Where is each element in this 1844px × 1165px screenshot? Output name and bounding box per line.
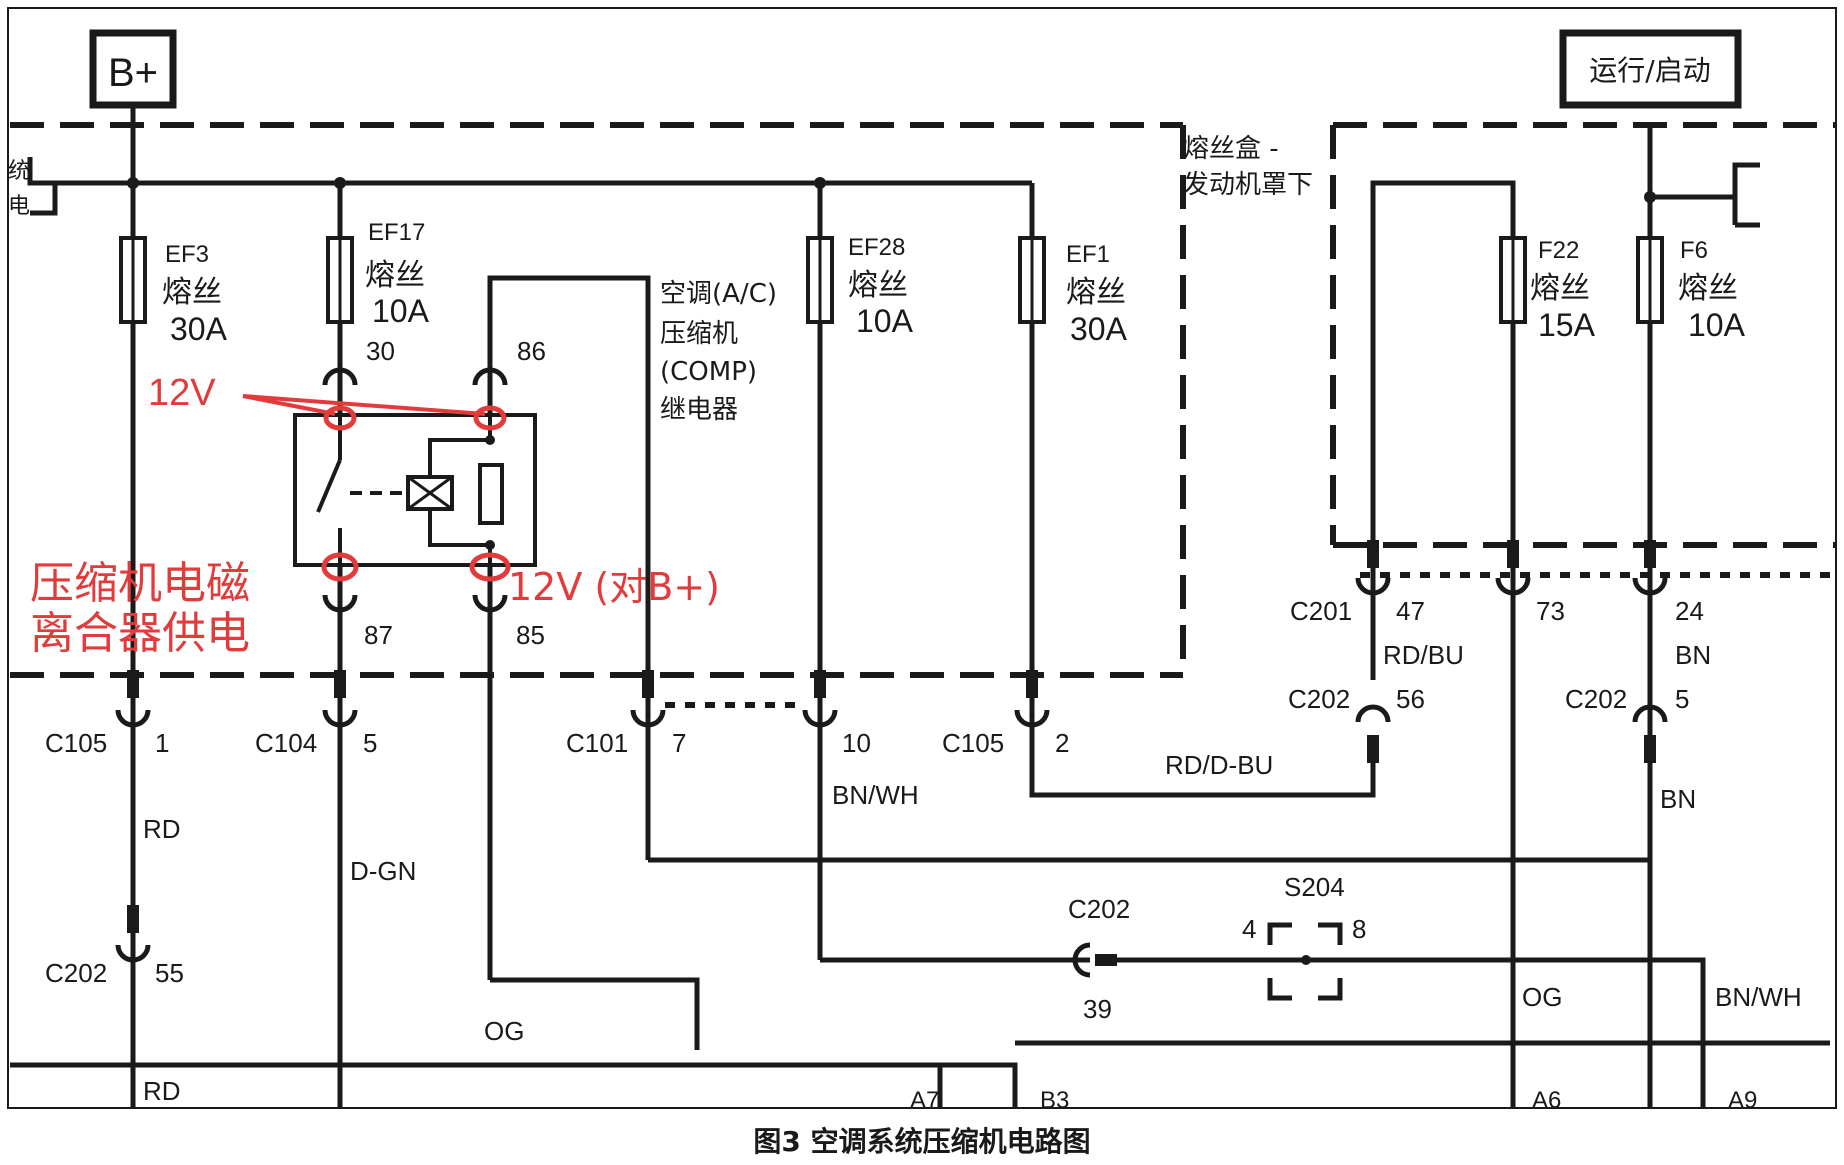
c105-name: C105 xyxy=(45,728,107,758)
fuse-ef28-rating: 10A xyxy=(856,303,914,339)
wire-rd-bottom: RD xyxy=(143,1076,181,1106)
relay-pin-86: 86 xyxy=(517,336,546,366)
relay-pin-87: 87 xyxy=(364,620,393,650)
wiring xyxy=(10,105,1830,1108)
wire-og: OG xyxy=(484,1016,524,1046)
run-start-label: 运行/启动 xyxy=(1589,54,1710,87)
relay-pin-85: 85 xyxy=(516,620,545,650)
splice-pin-4: 4 xyxy=(1242,914,1256,944)
c202a-pin: 56 xyxy=(1396,684,1425,714)
wire-bn-wh-2: BN/WH xyxy=(1715,982,1802,1012)
b-plus-box: B+ xyxy=(89,29,177,109)
c105b-pin: 2 xyxy=(1055,728,1069,758)
run-start-box: 运行/启动 xyxy=(1559,29,1742,109)
relay-name-3: (COMP) xyxy=(660,357,757,387)
splice-s204-name: S204 xyxy=(1284,872,1345,902)
fuse-ef28-symbol xyxy=(806,236,834,324)
wire-bn: BN xyxy=(1660,784,1696,814)
wire-og-2: OG xyxy=(1522,982,1562,1012)
c202c-pin: 55 xyxy=(155,958,184,988)
relay-name-1: 空调(A/C) xyxy=(660,279,777,309)
pin-b3: B3 xyxy=(1040,1087,1069,1114)
wire-rd-d-bu: RD/D-BU xyxy=(1165,750,1273,780)
fuse-ef1-label: 熔丝 xyxy=(1066,275,1126,310)
red-annotation-marks xyxy=(242,394,511,582)
fuse-box-outline xyxy=(10,122,1836,678)
c201-pin-47: 47 xyxy=(1396,596,1425,626)
annotation-clutch-2: 离合器供电 xyxy=(30,608,250,659)
wire-bn-top: BN xyxy=(1675,640,1711,670)
wire-d-gn: D-GN xyxy=(350,856,416,886)
c202d-pin: 39 xyxy=(1083,994,1112,1024)
c201-pin-73: 73 xyxy=(1536,596,1565,626)
fuse-ef17-rating: 10A xyxy=(372,293,430,329)
annotation-12v: 12V xyxy=(148,372,216,414)
junction-dots xyxy=(127,177,1656,965)
c104-pin: 5 xyxy=(363,728,377,758)
annotation-12v-b: 12V (对B+) xyxy=(508,565,720,609)
fuse-ef17-id: EF17 xyxy=(368,219,425,246)
c201-name: C201 xyxy=(1290,596,1352,626)
splice-s204-symbol xyxy=(1267,922,1343,1001)
wire-rd-bu: RD/BU xyxy=(1383,640,1464,670)
c105b-name: C105 xyxy=(942,728,1004,758)
fuse-f22-label: 熔丝 xyxy=(1530,271,1590,306)
fuse-ef17-symbol xyxy=(326,236,354,324)
fuse-f6-label: 熔丝 xyxy=(1678,271,1738,306)
c104-name: C104 xyxy=(255,728,317,758)
left-glyph-a: 统 xyxy=(8,159,30,184)
fuse-ef1-rating: 30A xyxy=(1070,311,1128,347)
annotation-clutch-1: 压缩机电磁 xyxy=(30,558,250,609)
c202c-name: C202 xyxy=(45,958,107,988)
wire-rd: RD xyxy=(143,814,181,844)
c105-pin: 1 xyxy=(155,728,169,758)
b-plus-label: B+ xyxy=(108,51,158,95)
fuse-f6-rating: 10A xyxy=(1688,307,1746,343)
fuse-ef1-id: EF1 xyxy=(1066,241,1110,268)
fuse-box-label-2: 发动机罩下 xyxy=(1183,170,1313,200)
fuse-f22-id: F22 xyxy=(1538,237,1579,264)
relay-name-4: 继电器 xyxy=(660,395,738,425)
pin-a6: A6 xyxy=(1532,1087,1561,1114)
relay-pin-cups xyxy=(322,367,508,613)
c202b-pin: 5 xyxy=(1675,684,1689,714)
left-glyph-b: 电 xyxy=(8,194,30,219)
diagram-frame xyxy=(7,7,1837,1109)
fuse-ef1-symbol xyxy=(1018,236,1046,324)
c101-pin-10: 10 xyxy=(842,728,871,758)
fuse-ef3-rating: 30A xyxy=(170,311,228,347)
fuse-f6-id: F6 xyxy=(1680,237,1708,264)
c202a-name: C202 xyxy=(1288,684,1350,714)
c202d-name: C202 xyxy=(1068,894,1130,924)
pin-a7: A7 xyxy=(910,1087,939,1114)
fuse-ef3-label: 熔丝 xyxy=(162,275,222,310)
fuse-ef28-id: EF28 xyxy=(848,234,905,261)
fuse-ef3-symbol xyxy=(119,236,147,324)
c101-pin-7: 7 xyxy=(672,728,686,758)
fuse-f22-symbol xyxy=(1499,236,1527,324)
pin-a9: A9 xyxy=(1728,1087,1757,1114)
c202b-name: C202 xyxy=(1565,684,1627,714)
wire-bn-wh: BN/WH xyxy=(832,780,919,810)
fuse-ef28-label: 熔丝 xyxy=(848,268,908,303)
relay-pin-30: 30 xyxy=(366,336,395,366)
c201-pin-24: 24 xyxy=(1675,596,1704,626)
fuse-ef17-label: 熔丝 xyxy=(365,258,425,293)
figure-caption: 图3 空调系统压缩机电路图 xyxy=(753,1125,1090,1158)
relay-name-2: 压缩机 xyxy=(660,319,738,349)
fuse-f6-symbol xyxy=(1636,236,1664,324)
c101-name: C101 xyxy=(566,728,628,758)
fuse-f22-rating: 15A xyxy=(1538,307,1596,343)
splice-pin-8: 8 xyxy=(1352,914,1366,944)
fuse-ef3-id: EF3 xyxy=(165,241,209,268)
connector-cups xyxy=(115,577,1668,978)
relay-body xyxy=(293,413,537,567)
fuse-box-label-1: 熔丝盒 - xyxy=(1183,134,1279,164)
connector-pin-blocks xyxy=(127,540,1656,966)
